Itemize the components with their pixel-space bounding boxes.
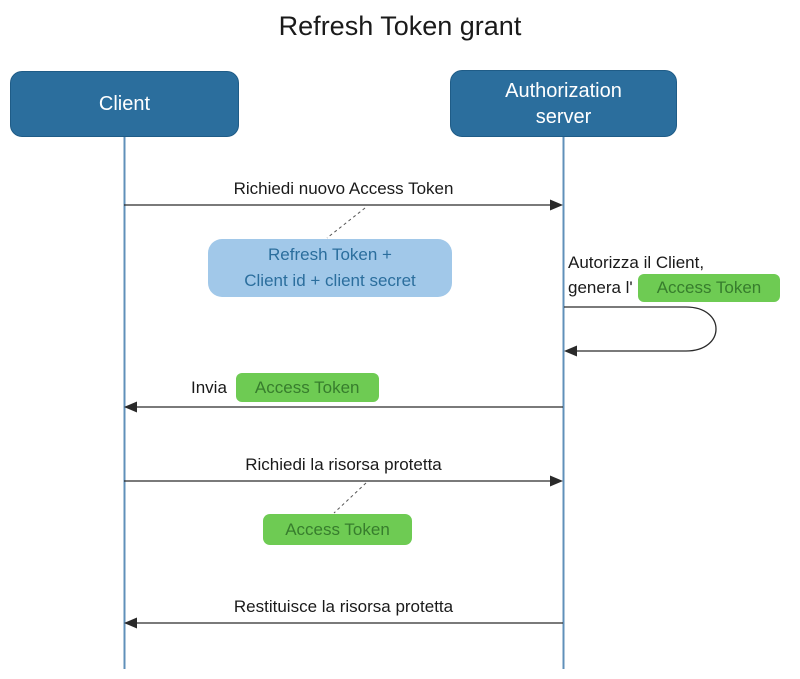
message-send-token-prefix: Invia (191, 377, 227, 397)
arrowhead-left-return-resource (124, 617, 137, 629)
actor-auth-label-line2: server (535, 105, 592, 128)
message-send-token: Invia Access Token (191, 373, 379, 402)
note-credentials-line2: Client id + client secret (244, 271, 416, 290)
self-message-line2: genera l' Access Token (568, 274, 781, 302)
message-request-token-label: Richiedi nuovo Access Token (233, 179, 454, 198)
note-access-token-label: Access Token (285, 519, 390, 539)
message-request-resource-label: Richiedi la risorsa protetta (245, 455, 442, 474)
note-credentials-line1: Refresh Token + (268, 245, 392, 264)
dashed-connector-access-token (333, 482, 367, 514)
arrowhead-right-request-token (550, 199, 563, 211)
self-message-line2-prefix: genera l' (568, 278, 633, 297)
message-return-resource-label: Restituisce la risorsa protetta (233, 597, 454, 616)
access-token-badge-generate: Access Token (637, 274, 781, 302)
arrowhead-left-self-loop (564, 345, 577, 357)
actor-client: Client (10, 71, 239, 137)
self-message-line1: Autorizza il Client, (568, 253, 705, 272)
actor-authorization-server: Authorization server (450, 70, 677, 137)
arrowhead-right-request-resource (550, 475, 563, 487)
diagram-title: Refresh Token grant (278, 11, 522, 41)
note-access-token: Access Token (263, 514, 412, 545)
access-token-badge-send: Access Token (235, 373, 379, 402)
arrowhead-left-send-token (124, 401, 137, 413)
actor-client-label: Client (98, 93, 151, 115)
note-credentials: Refresh Token + Client id + client secre… (208, 239, 452, 297)
dashed-connector-credentials (326, 207, 366, 239)
self-loop-path (564, 306, 717, 352)
actor-auth-label-line1: Authorization (505, 79, 622, 102)
